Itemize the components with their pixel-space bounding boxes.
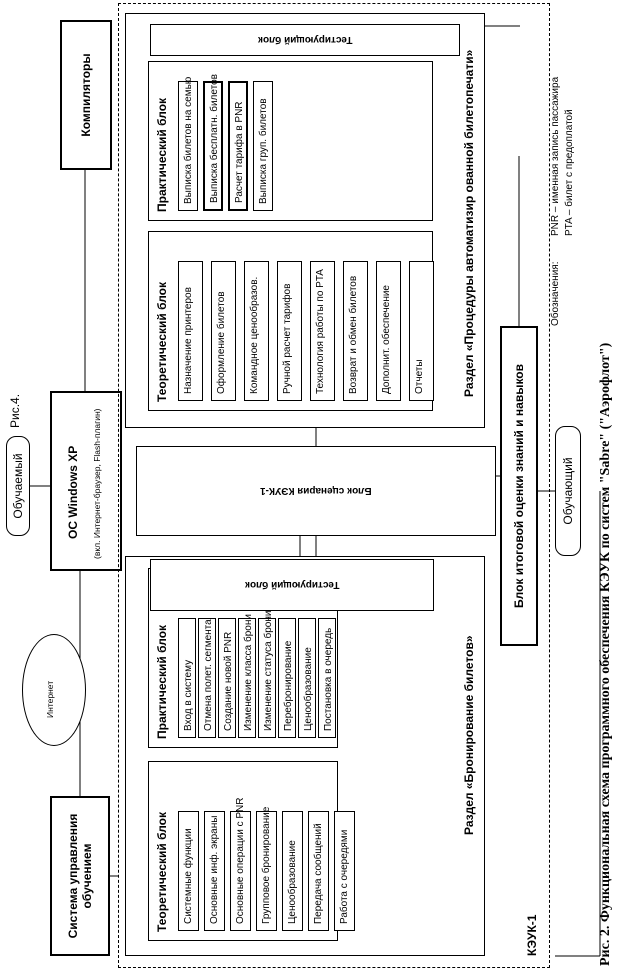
booking-theory-title: Теоретический блок	[155, 812, 169, 932]
final-assessment-block: Блок итоговой оценки знаний и навыков	[500, 326, 538, 646]
tickets-theory-item: Ручной расчет тарифов	[277, 261, 302, 401]
os-title: ОС Windows XP	[66, 445, 80, 539]
tickets-theory-item: Дополнит. обеспечение	[376, 261, 401, 401]
legend-pnr: PNR – именная запись пассажира	[550, 76, 561, 236]
final-assessment-label: Блок итоговой оценки знаний и навыков	[512, 364, 526, 608]
tickets-test-label: Тестирующий блок	[257, 34, 353, 46]
tickets-practice-item: Выписка билетов на семью	[178, 77, 198, 211]
compilers-box: Компиляторы	[60, 20, 112, 170]
os-box: ОС Windows XP (вкл. Интернет-браузер, Fl…	[50, 391, 122, 571]
booking-practice-item: Создание новой PNR	[218, 618, 236, 738]
figure-4-ref: Рис.4.	[8, 393, 22, 428]
booking-theory-item: Групповое бронирование	[256, 807, 277, 931]
legend-title: Обозначения:	[550, 261, 561, 326]
lms-box: Система управления обучением	[50, 796, 110, 956]
booking-practice-item: Изменение класса брони	[238, 614, 256, 738]
tickets-section-title: Раздел «Процедуры автоматизир ованной би…	[462, 49, 476, 397]
internet-label: Интернет	[45, 680, 55, 718]
instructor-label: Обучающий	[561, 457, 575, 525]
booking-theory-item: Передача сообщений	[308, 811, 329, 931]
booking-section-title: Раздел «Бронирование билетов»	[462, 635, 476, 835]
booking-theory-item: Основные инф. экраны	[204, 811, 225, 931]
tickets-theory-item: Технология работы по PTA	[310, 261, 335, 401]
legend-pta: PTA – билет с предоплатой	[564, 109, 575, 236]
tickets-theory-item: Возврат и обмен билетов	[343, 261, 368, 401]
booking-theory-item: Ценообразование	[282, 811, 303, 931]
booking-test-label: Тестирующий блок	[244, 579, 340, 591]
booking-practice-item: Ценообразование	[298, 618, 316, 738]
booking-practice-title: Практический блок	[155, 624, 169, 739]
booking-theory-item: Основные операции с PNR	[230, 798, 251, 931]
tickets-theory-title: Теоретический блок	[155, 282, 169, 402]
booking-practice-item: Отмена полет. сегмента	[198, 618, 216, 738]
scenario-block: Блок сценария КЭУК-1	[136, 446, 496, 536]
os-subtitle: (вкл. Интернет-браузер, Flash-плагин)	[92, 408, 102, 560]
scenario-label: Блок сценария КЭУК-1	[260, 485, 372, 497]
booking-theory-item: Работа с очередями	[334, 811, 355, 931]
learner-label: Обучаемый	[11, 453, 25, 519]
compilers-label: Компиляторы	[79, 53, 93, 137]
tickets-theory-item: Отчеты	[409, 261, 434, 401]
tickets-theory-item: Оформление билетов	[211, 261, 236, 401]
lms-label: Система управления обучением	[66, 813, 94, 939]
tickets-practice-item: Выписка груп. билетов	[253, 81, 273, 211]
tickets-practice-title: Практический блок	[155, 97, 169, 212]
keuk-label: КЭУК-1	[525, 914, 539, 956]
figure-caption: Рис. 2. Функциональная схема программног…	[598, 342, 613, 966]
booking-practice-item: Постановка в очередь	[318, 618, 336, 738]
booking-test-block: Тестирующий блок	[150, 559, 434, 611]
tickets-practice-item: Расчет тарифа в PNR	[228, 81, 248, 211]
booking-practice-item: Вход в систему	[178, 618, 196, 738]
instructor-box: Обучающий	[555, 426, 581, 556]
learner-box: Обучаемый	[6, 436, 30, 536]
tickets-test-block: Тестирующий блок	[150, 24, 460, 56]
tickets-practice-item: Выписка бесплатн. билетов	[203, 74, 223, 211]
tickets-theory-item: Назначение принтеров	[178, 261, 203, 401]
booking-practice-item: Изменение статуса брони	[258, 611, 276, 738]
booking-theory-item: Системные функции	[178, 811, 199, 931]
tickets-theory-item: Командное ценообразов.	[244, 261, 269, 401]
booking-practice-item: Перебронирование	[278, 618, 296, 738]
